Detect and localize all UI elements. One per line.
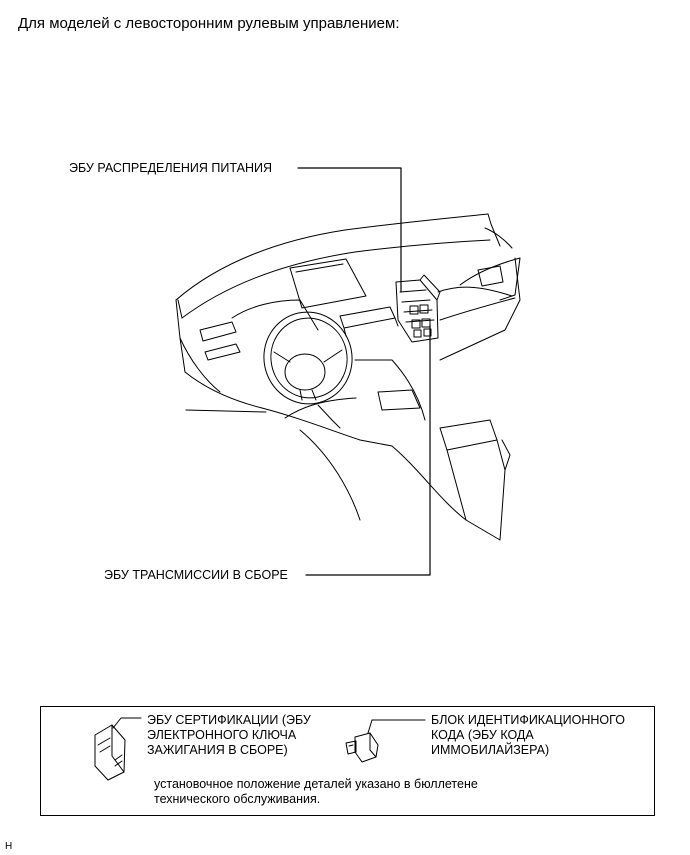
legend-note: установочное положение деталей указано в… <box>154 777 478 806</box>
legend-immobiliser-block: БЛОК ИДЕНТИФИКАЦИОННОГО КОДА (ЭБУ КОДА И… <box>431 713 625 757</box>
legend-certification-ecu: ЭБУ СЕРТИФИКАЦИИ (ЭБУ ЭЛЕКТРОННОГО КЛЮЧА… <box>147 713 311 757</box>
dashboard-outline <box>175 213 521 541</box>
callout-transmission-ecu: ЭБУ ТРАНСМИССИИ В СБОРЕ <box>104 568 288 582</box>
callout-power-distribution-ecu: ЭБУ РАСПРЕДЕЛЕНИЯ ПИТАНИЯ <box>69 161 272 175</box>
corner-mark: H <box>5 841 13 852</box>
steering-wheel <box>263 311 353 429</box>
ecu-cluster <box>395 274 441 343</box>
leader-power-distribution <box>297 167 402 293</box>
page-heading: Для моделей с левосторонним рулевым упра… <box>18 15 400 32</box>
leader-lines <box>297 167 431 576</box>
leader-transmission <box>305 324 431 576</box>
certification-ecu-icon <box>94 717 142 781</box>
immobiliser-ecu-icon <box>345 719 426 763</box>
legend-box: ЭБУ СЕРТИФИКАЦИИ (ЭБУ ЭЛЕКТРОННОГО КЛЮЧА… <box>40 706 655 816</box>
